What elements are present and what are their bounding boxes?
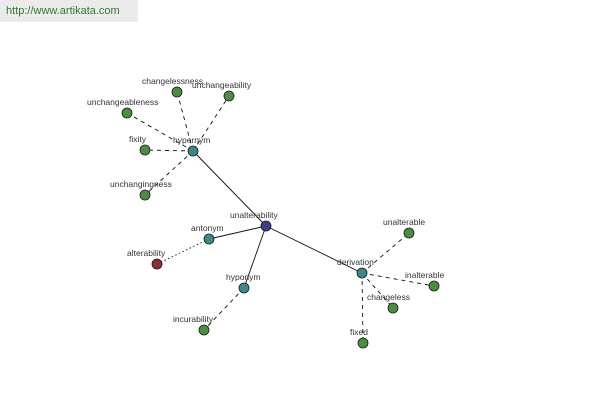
graph-edges [126,91,435,344]
node-hyponym[interactable] [238,282,250,294]
edge-derivation-fixed [361,272,364,344]
edge-antonym-alterability [156,238,210,265]
node-changelessness[interactable] [171,86,183,98]
node-label-incurability[interactable]: incurability [173,314,214,324]
edge-hypernym-unchangeableness [126,112,194,152]
node-unchangingness[interactable] [139,189,151,201]
node-fixed[interactable] [357,337,369,349]
edge-unalterability-hyponym [243,225,267,289]
node-antonym[interactable] [203,233,215,245]
edge-unalterability-antonym [208,225,267,240]
node-label-hypernym[interactable]: hypernym [173,135,210,145]
node-derivation[interactable] [356,267,368,279]
node-fixity[interactable] [139,144,151,156]
node-incurability[interactable] [198,324,210,336]
node-unalterability[interactable] [260,220,272,232]
edge-derivation-unalterable [361,232,410,274]
node-label-fixed[interactable]: fixed [350,327,368,337]
node-unchangeableness[interactable] [121,107,133,119]
node-unchangeability[interactable] [223,90,235,102]
edge-hypernym-fixity [144,149,194,152]
node-alterability[interactable] [151,258,163,270]
source-url-link[interactable]: http://www.artikata.com [0,0,138,22]
node-label-inalterable[interactable]: inalterable [405,270,444,280]
node-label-alterability[interactable]: alterability [127,248,166,258]
edge-hypernym-unchangeability [192,95,230,152]
edge-hypernym-unchangingness [144,150,194,196]
edge-derivation-changeless [361,272,394,309]
node-label-changeless[interactable]: changeless [367,292,410,302]
edge-hypernym-changelessness [176,91,194,152]
node-label-changelessness[interactable]: changelessness [142,76,203,86]
graph-nodes [121,86,440,349]
edge-hyponym-incurability [203,287,245,331]
node-label-hyponym[interactable]: hyponym [226,272,261,282]
node-label-unchangingness[interactable]: unchangingness [110,179,172,189]
node-label-fixity[interactable]: fixity [129,134,147,144]
node-label-unalterable[interactable]: unalterable [383,217,425,227]
node-label-unalterability[interactable]: unalterability [230,210,278,220]
node-changeless[interactable] [387,302,399,314]
node-inalterable[interactable] [428,280,440,292]
node-label-antonym[interactable]: antonym [191,223,224,233]
graph-labels: unalterabilityhypernymchangelessnessunch… [87,76,444,337]
node-label-derivation[interactable]: derivation [337,257,374,267]
node-unalterable[interactable] [403,227,415,239]
edge-unalterability-hypernym [192,150,267,227]
node-label-unchangeability[interactable]: unchangeability [192,80,252,90]
node-label-unchangeableness[interactable]: unchangeableness [87,97,158,107]
node-hypernym[interactable] [187,145,199,157]
edge-unalterability-derivation [265,225,363,274]
